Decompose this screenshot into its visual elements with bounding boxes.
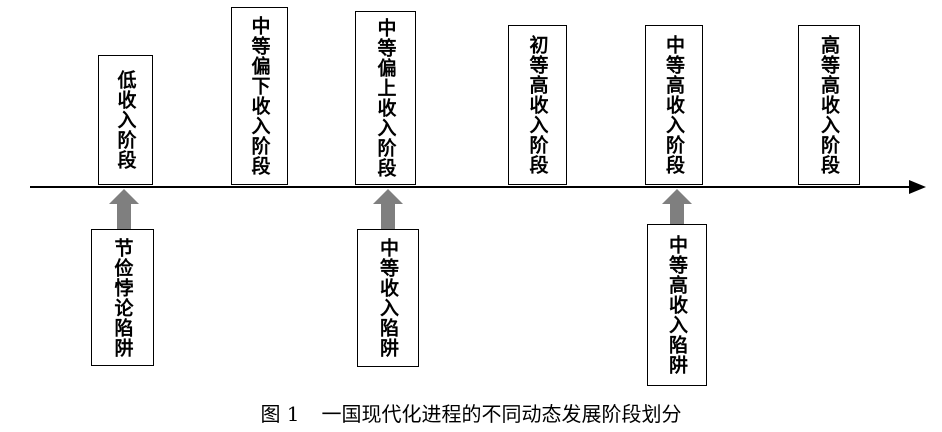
stage-label-lower-middle: 中等偏下收入阶段: [248, 16, 271, 176]
trap-arrow-middle-income: [373, 189, 403, 229]
stage-label-low: 低收入阶段: [114, 70, 137, 170]
stage-box-upper-middle: 中等偏上收入阶段: [355, 11, 416, 185]
stage-box-low: 低收入阶段: [98, 55, 153, 185]
timeline-arrowhead: [909, 180, 926, 194]
stage-label-middle-high: 中等高收入阶段: [663, 35, 685, 175]
stage-label-early-high: 初等高收入阶段: [526, 35, 549, 175]
stage-label-high: 高等高收入阶段: [818, 35, 840, 175]
stage-box-high: 高等高收入阶段: [798, 25, 860, 185]
trap-label-thrift-paradox: 节俭悖论陷阱: [111, 237, 134, 358]
stage-box-lower-middle: 中等偏下收入阶段: [231, 7, 288, 185]
figure-caption-text: 一国现代化进程的不同动态发展阶段划分: [321, 402, 682, 426]
trap-label-middle-income: 中等收入陷阱: [377, 238, 399, 358]
stage-label-upper-middle: 中等偏上收入阶段: [374, 18, 397, 178]
trap-box-middle-income: 中等收入陷阱: [357, 229, 419, 367]
trap-box-thrift-paradox: 节俭悖论陷阱: [91, 229, 154, 366]
stage-box-early-high: 初等高收入阶段: [508, 25, 567, 185]
stage-box-middle-high: 中等高收入阶段: [645, 25, 703, 185]
trap-label-middle-high-income: 中等高收入陷阱: [666, 235, 688, 375]
trap-arrow-middle-high-income: [662, 189, 692, 229]
figure-number: 图 1: [260, 402, 300, 426]
trap-arrow-thrift-paradox: [109, 189, 139, 229]
trap-box-middle-high-income: 中等高收入陷阱: [647, 224, 707, 386]
figure-caption: 图 1 一国现代化进程的不同动态发展阶段划分: [0, 398, 942, 427]
